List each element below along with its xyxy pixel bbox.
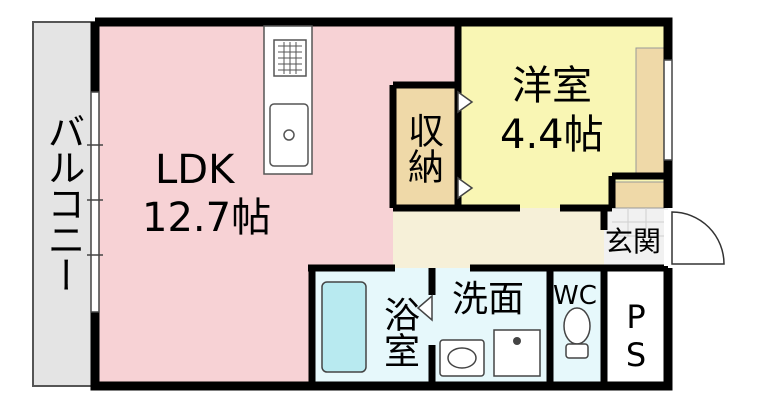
sink-icon [269, 103, 309, 167]
toilet-label: WC [553, 281, 597, 311]
western-window [663, 59, 673, 161]
storage-label: 収納 [402, 112, 443, 184]
balcony-label: バルコニー [41, 112, 85, 292]
closet-strip [635, 47, 665, 177]
entrance-door [664, 210, 725, 266]
storage-doors [457, 90, 474, 200]
kitchen-counter [263, 25, 313, 175]
washroom-label: 洗面 [452, 279, 525, 320]
washer-icon [493, 329, 541, 377]
western-size-label: 4.4帖 [500, 112, 604, 158]
storage-floor [393, 85, 458, 208]
bath-door-mark [416, 294, 433, 322]
ldk-size-label: 12.7帖 [142, 195, 272, 241]
bath-label: 浴室 [378, 296, 419, 368]
interior-walls [308, 22, 668, 386]
bathtub-icon [321, 281, 367, 373]
ps-label: PS [617, 298, 655, 374]
ps-floor [604, 268, 668, 386]
ldk-name-label: LDK [155, 147, 235, 193]
entrance-tiles [612, 208, 664, 237]
western-name-label: 洋室 [512, 63, 592, 109]
balcony-window [87, 91, 103, 313]
balcony-area [32, 21, 96, 387]
entrance-label: 玄関 [605, 225, 662, 258]
entrance-shoebox [611, 181, 665, 209]
toilet-icon [563, 307, 591, 359]
entrance-floor [604, 208, 668, 268]
